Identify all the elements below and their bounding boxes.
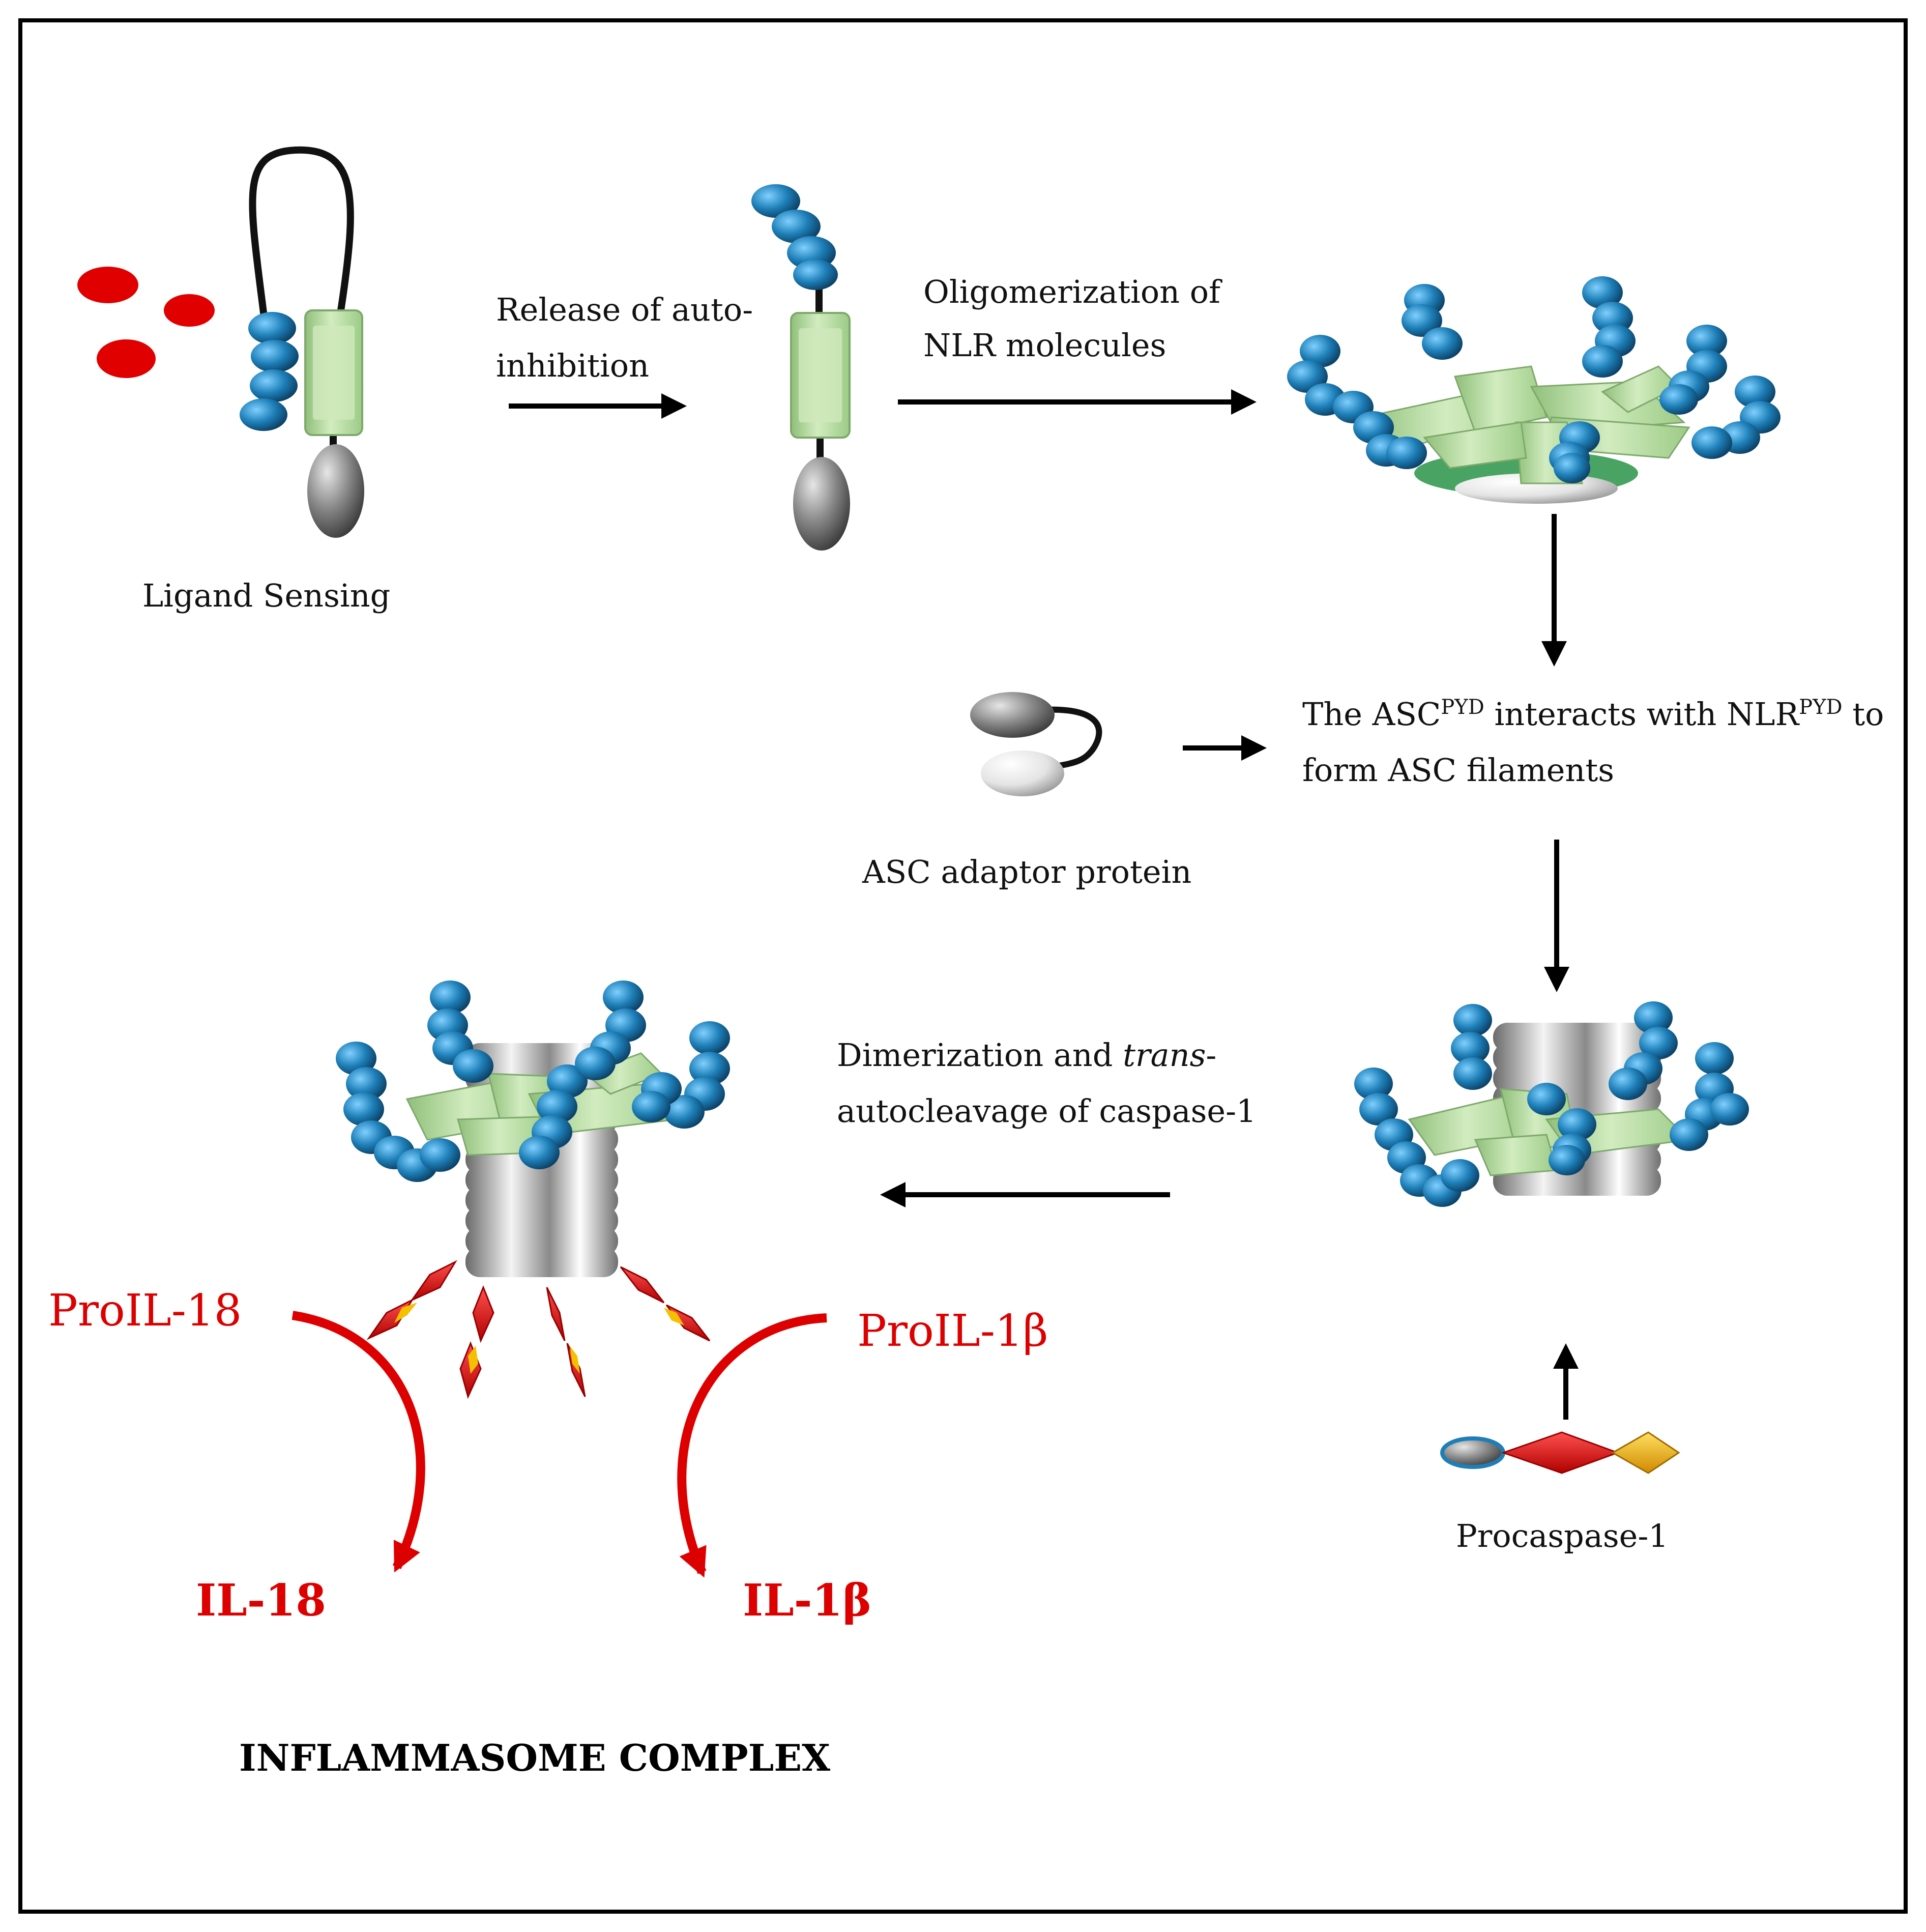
procaspase-1-icon bbox=[1440, 1431, 1680, 1474]
ligand-molecules bbox=[77, 267, 215, 378]
nlr-inactive-icon bbox=[240, 146, 364, 538]
dimerization-label-line2: autocleavage of caspase-1 bbox=[837, 1092, 1256, 1130]
dimerization-label-line1: Dimerization and trans- bbox=[837, 1036, 1216, 1074]
il18-label: IL-18 bbox=[196, 1575, 326, 1626]
dimerization-hyphen: - bbox=[1206, 1036, 1216, 1074]
procaspase-label: Procaspase-1 bbox=[1456, 1517, 1669, 1554]
dimerization-text-a: Dimerization and bbox=[837, 1036, 1123, 1074]
asc-filament-icon bbox=[1354, 1001, 1749, 1207]
nlr-oligomer-icon bbox=[1287, 276, 1781, 504]
asc-interaction-label-line1: The ASCPYD interacts with NLRPYD to bbox=[1302, 696, 1884, 733]
asc-adaptor-icon bbox=[970, 692, 1102, 796]
pro-il1b-label: ProIL-1β bbox=[857, 1306, 1048, 1357]
arrow-il18-cleavage bbox=[291, 1311, 425, 1573]
oligomerization-label-line2: NLR molecules bbox=[923, 327, 1166, 364]
release-label-line2: inhibition bbox=[496, 347, 649, 384]
inflammasome-complex-title: INFLAMMASOME COMPLEX bbox=[239, 1736, 830, 1779]
nlr-pyd-superscript: PYD bbox=[1799, 696, 1842, 719]
il1b-label: IL-1β bbox=[743, 1575, 871, 1626]
arrow-il1b-cleavage bbox=[677, 1313, 827, 1578]
oligomerization-label-line1: Oligomerization of bbox=[923, 273, 1222, 310]
asc-pyd-superscript: PYD bbox=[1441, 696, 1484, 719]
asc-interaction-the: The ASC bbox=[1302, 696, 1441, 733]
asc-interaction-label-line2: form ASC filaments bbox=[1302, 752, 1614, 789]
dimerization-trans-italic: trans bbox=[1123, 1036, 1206, 1074]
asc-interaction-mid: interacts with NLR bbox=[1484, 696, 1800, 733]
pro-il18-label: ProIL-18 bbox=[48, 1285, 242, 1336]
release-label-line1: Release of auto- bbox=[496, 291, 753, 328]
asc-adaptor-label: ASC adaptor protein bbox=[862, 853, 1191, 890]
asc-interaction-to: to bbox=[1843, 696, 1884, 733]
active-caspase-diamonds bbox=[366, 1260, 711, 1399]
inflammasome-complex-icon bbox=[336, 981, 730, 1399]
ligand-sensing-label: Ligand Sensing bbox=[142, 577, 390, 614]
nlr-active-icon bbox=[751, 184, 851, 551]
